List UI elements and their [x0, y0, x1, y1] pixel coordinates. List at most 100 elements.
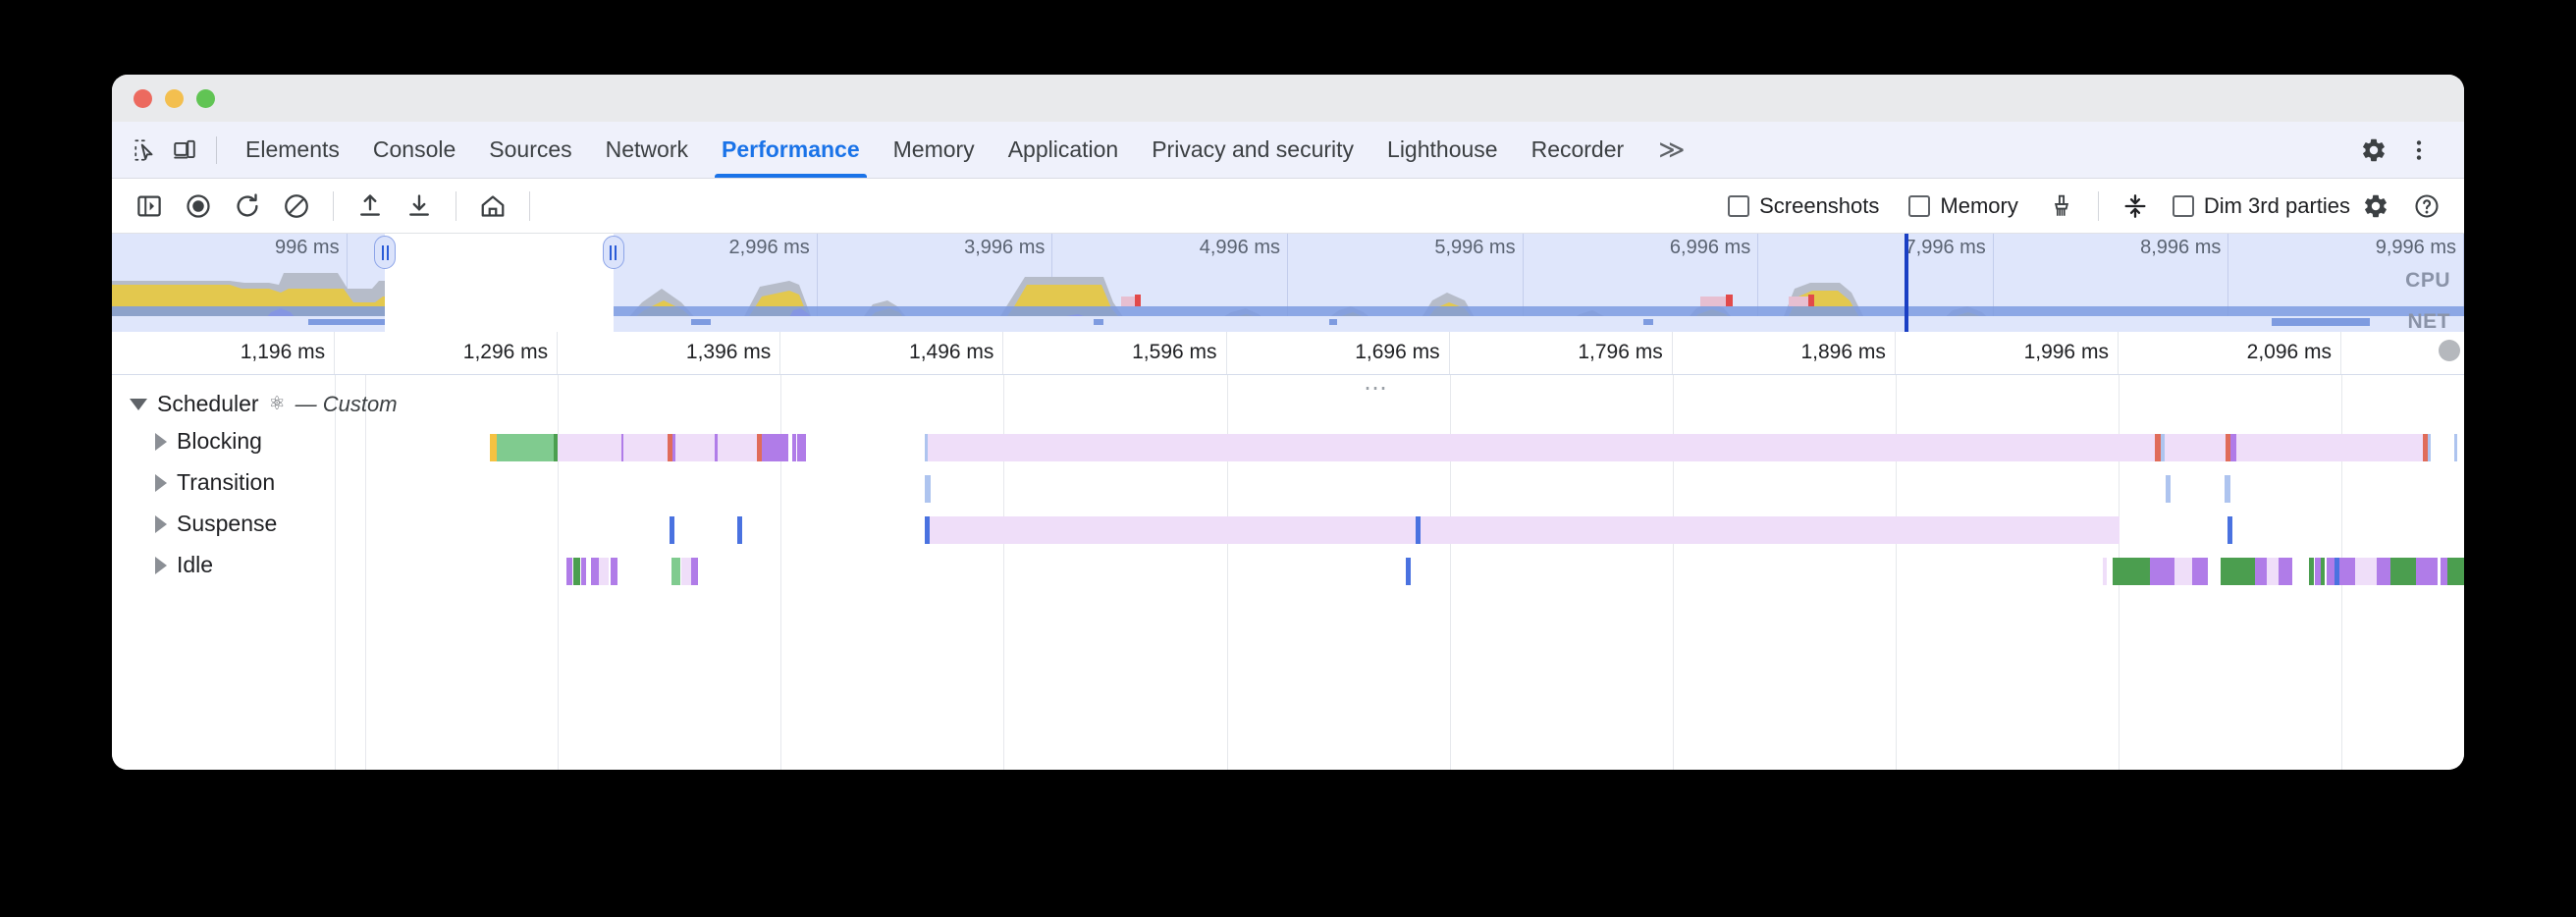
flame-segment[interactable]: [2334, 558, 2339, 585]
flame-segment[interactable]: [611, 558, 617, 585]
flame-segment[interactable]: [581, 558, 586, 585]
track-row-suspense[interactable]: Suspense: [112, 511, 2464, 550]
timeline-scrollbar-thumb[interactable]: [2439, 340, 2460, 361]
flame-segment[interactable]: [497, 434, 554, 461]
dim-3rd-parties-checkbox[interactable]: Dim 3rd parties: [2172, 193, 2350, 219]
flame-segment[interactable]: [668, 434, 672, 461]
flame-segment[interactable]: [672, 434, 675, 461]
flame-segment[interactable]: [2390, 558, 2416, 585]
flame-segment[interactable]: [2377, 558, 2390, 585]
flame-segment[interactable]: [2161, 434, 2165, 461]
timeline-overview[interactable]: 996 ms1,996 ms2,996 ms3,996 ms4,996 ms5,…: [112, 234, 2464, 332]
settings-gear-icon[interactable]: [2354, 131, 2393, 170]
flame-segment[interactable]: [2174, 558, 2192, 585]
chevron-right-icon[interactable]: [155, 556, 167, 574]
flame-segment[interactable]: [2267, 558, 2279, 585]
chevron-down-icon[interactable]: [130, 398, 147, 410]
chevron-right-icon[interactable]: [155, 432, 167, 451]
tab-elements[interactable]: Elements: [245, 136, 340, 162]
flame-segment[interactable]: [490, 434, 497, 461]
tab-application[interactable]: Application: [1007, 136, 1119, 162]
flame-segment[interactable]: [2236, 434, 2423, 461]
minimize-window-button[interactable]: [165, 88, 184, 108]
flame-segment[interactable]: [2192, 558, 2208, 585]
flame-segment[interactable]: [566, 558, 572, 585]
overview-window-right-handle[interactable]: [602, 236, 624, 269]
flame-segment[interactable]: [2255, 558, 2267, 585]
flame-segment[interactable]: [930, 516, 1416, 544]
flame-segment[interactable]: [2225, 475, 2230, 503]
track-label-idle[interactable]: Idle: [155, 552, 213, 578]
flame-segment[interactable]: [670, 516, 674, 544]
flame-segment[interactable]: [2416, 558, 2438, 585]
flame-segment[interactable]: [2423, 434, 2428, 461]
flame-segment[interactable]: [2355, 558, 2377, 585]
flame-segment[interactable]: [2221, 558, 2255, 585]
flame-segment[interactable]: [1416, 516, 1421, 544]
flame-segment[interactable]: [737, 516, 742, 544]
flame-segment[interactable]: [2447, 558, 2464, 585]
flame-segment[interactable]: [675, 434, 715, 461]
tab-privacy-and-security[interactable]: Privacy and security: [1152, 136, 1355, 162]
chevron-right-icon[interactable]: [155, 514, 167, 533]
close-window-button[interactable]: [134, 88, 152, 108]
chevron-right-icon[interactable]: [155, 473, 167, 492]
more-tabs-icon[interactable]: ≫: [1658, 135, 1686, 164]
flame-segment[interactable]: [718, 434, 757, 461]
flame-segment[interactable]: [1406, 558, 1411, 585]
flame-segment[interactable]: [757, 434, 762, 461]
flame-segment[interactable]: [2441, 558, 2447, 585]
flame-segment[interactable]: [554, 434, 558, 461]
tab-memory[interactable]: Memory: [892, 136, 975, 162]
flame-segment[interactable]: [599, 558, 609, 585]
flame-segment[interactable]: [928, 434, 2155, 461]
track-group-label[interactable]: Scheduler ⚛ — Custom: [130, 391, 398, 417]
resize-handle-ellipsis[interactable]: ⋯: [1364, 375, 1389, 402]
collect-garbage-icon[interactable]: [2038, 185, 2085, 228]
download-profile-icon[interactable]: [396, 185, 443, 228]
maximize-window-button[interactable]: [196, 88, 215, 108]
more-vertical-icon[interactable]: [2399, 131, 2439, 170]
flame-segment[interactable]: [2315, 558, 2321, 585]
flame-segment[interactable]: [2150, 558, 2174, 585]
track-label-transition[interactable]: Transition: [155, 469, 275, 496]
flame-segment[interactable]: [2327, 558, 2334, 585]
home-icon[interactable]: [469, 185, 516, 228]
flame-segment[interactable]: [558, 434, 621, 461]
flame-segment[interactable]: [2165, 434, 2226, 461]
flame-segment[interactable]: [762, 434, 765, 461]
flame-segment[interactable]: [2113, 558, 2150, 585]
tab-performance[interactable]: Performance: [705, 123, 877, 178]
tab-sources[interactable]: Sources: [489, 136, 572, 162]
flame-segment[interactable]: [2155, 434, 2161, 461]
flame-segment[interactable]: [573, 558, 580, 585]
overview-window-left-handle[interactable]: [374, 236, 397, 269]
flame-segment[interactable]: [765, 434, 788, 461]
track-row-blocking[interactable]: Blocking: [112, 428, 2464, 467]
flame-segment[interactable]: [2166, 475, 2171, 503]
flame-chart-area[interactable]: ⋯ Scheduler ⚛ — Custom Blocking Transiti…: [112, 375, 2464, 770]
flame-segment[interactable]: [671, 558, 680, 585]
flame-segment[interactable]: [2428, 434, 2431, 461]
record-icon[interactable]: [175, 185, 222, 228]
flame-segment[interactable]: [2454, 434, 2457, 461]
screenshots-checkbox[interactable]: Screenshots: [1728, 193, 1879, 219]
flame-segment[interactable]: [925, 475, 931, 503]
flame-segment[interactable]: [2103, 558, 2107, 585]
device-toolbar-icon[interactable]: [165, 131, 204, 170]
flame-segment[interactable]: [2321, 558, 2325, 585]
screenshots-checkbox-box[interactable]: [1728, 194, 1750, 217]
flame-segment[interactable]: [925, 434, 928, 461]
flame-segment[interactable]: [691, 558, 698, 585]
track-label-suspense[interactable]: Suspense: [155, 511, 277, 537]
flame-segment[interactable]: [2230, 434, 2236, 461]
overview-selection-window[interactable]: [385, 234, 614, 332]
flame-segment[interactable]: [1421, 516, 2120, 544]
flame-segment[interactable]: [2339, 558, 2355, 585]
toggle-sidebar-icon[interactable]: [126, 185, 173, 228]
reload-and-record-icon[interactable]: [224, 185, 271, 228]
tab-network[interactable]: Network: [605, 136, 688, 162]
memory-checkbox-box[interactable]: [1908, 194, 1931, 217]
dim-3rd-parties-checkbox-box[interactable]: [2172, 194, 2194, 217]
flame-segment[interactable]: [797, 434, 806, 461]
